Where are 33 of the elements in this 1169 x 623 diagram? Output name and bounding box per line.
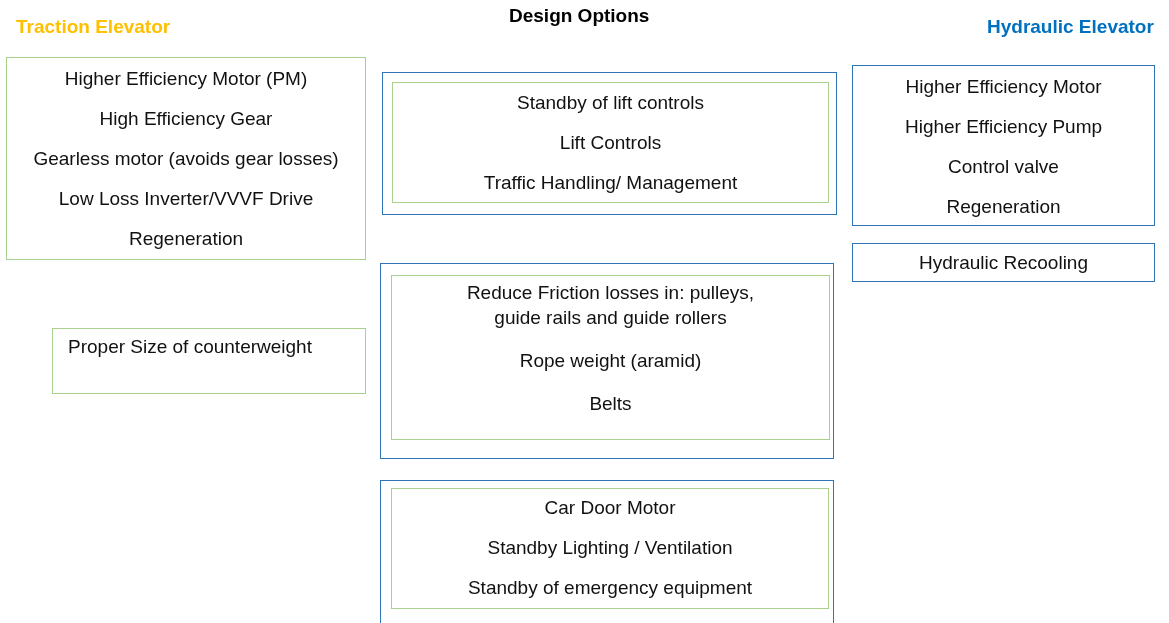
option-box [52, 328, 366, 394]
option-text: Proper Size of counterweight [67, 335, 313, 359]
option-text: Higher Efficiency Pump [903, 115, 1104, 139]
option-text: Higher Efficiency Motor [904, 75, 1103, 99]
diagram-title: Design Options [509, 5, 650, 27]
option-text: Rope weight (aramid) [518, 349, 703, 373]
option-text: Regeneration [127, 227, 245, 251]
option-text: Lift Controls [558, 131, 663, 155]
option-box [6, 57, 366, 260]
option-text: Car Door Motor [543, 496, 677, 520]
option-box [391, 275, 830, 440]
option-text: Standby Lighting / Ventilation [486, 536, 734, 560]
option-text: Reduce Friction losses in: pulleys, guide rails and guide rollers [465, 281, 756, 330]
option-text: Hydraulic Recooling [918, 251, 1089, 275]
option-box [391, 488, 829, 609]
group-box [380, 480, 834, 623]
group-box [382, 72, 837, 215]
option-text: High Efficiency Gear [98, 107, 274, 131]
column-heading: Hydraulic Elevator [987, 16, 1154, 38]
option-box [392, 82, 829, 203]
option-box [852, 243, 1155, 282]
option-text: Traffic Handling/ Management [482, 171, 739, 195]
option-text: Belts [588, 392, 633, 416]
option-text: Control valve [947, 155, 1060, 179]
option-text: Gearless motor (avoids gear losses) [32, 147, 340, 171]
option-text: Higher Efficiency Motor (PM) [63, 67, 309, 91]
option-text: Regeneration [945, 195, 1062, 219]
group-box [380, 263, 834, 459]
option-text: Standby of lift controls [516, 91, 705, 115]
option-text: Low Loss Inverter/VVVF Drive [57, 187, 315, 211]
option-box [852, 65, 1155, 226]
option-text: Standby of emergency equipment [466, 576, 754, 600]
column-heading: Traction Elevator [16, 16, 171, 38]
